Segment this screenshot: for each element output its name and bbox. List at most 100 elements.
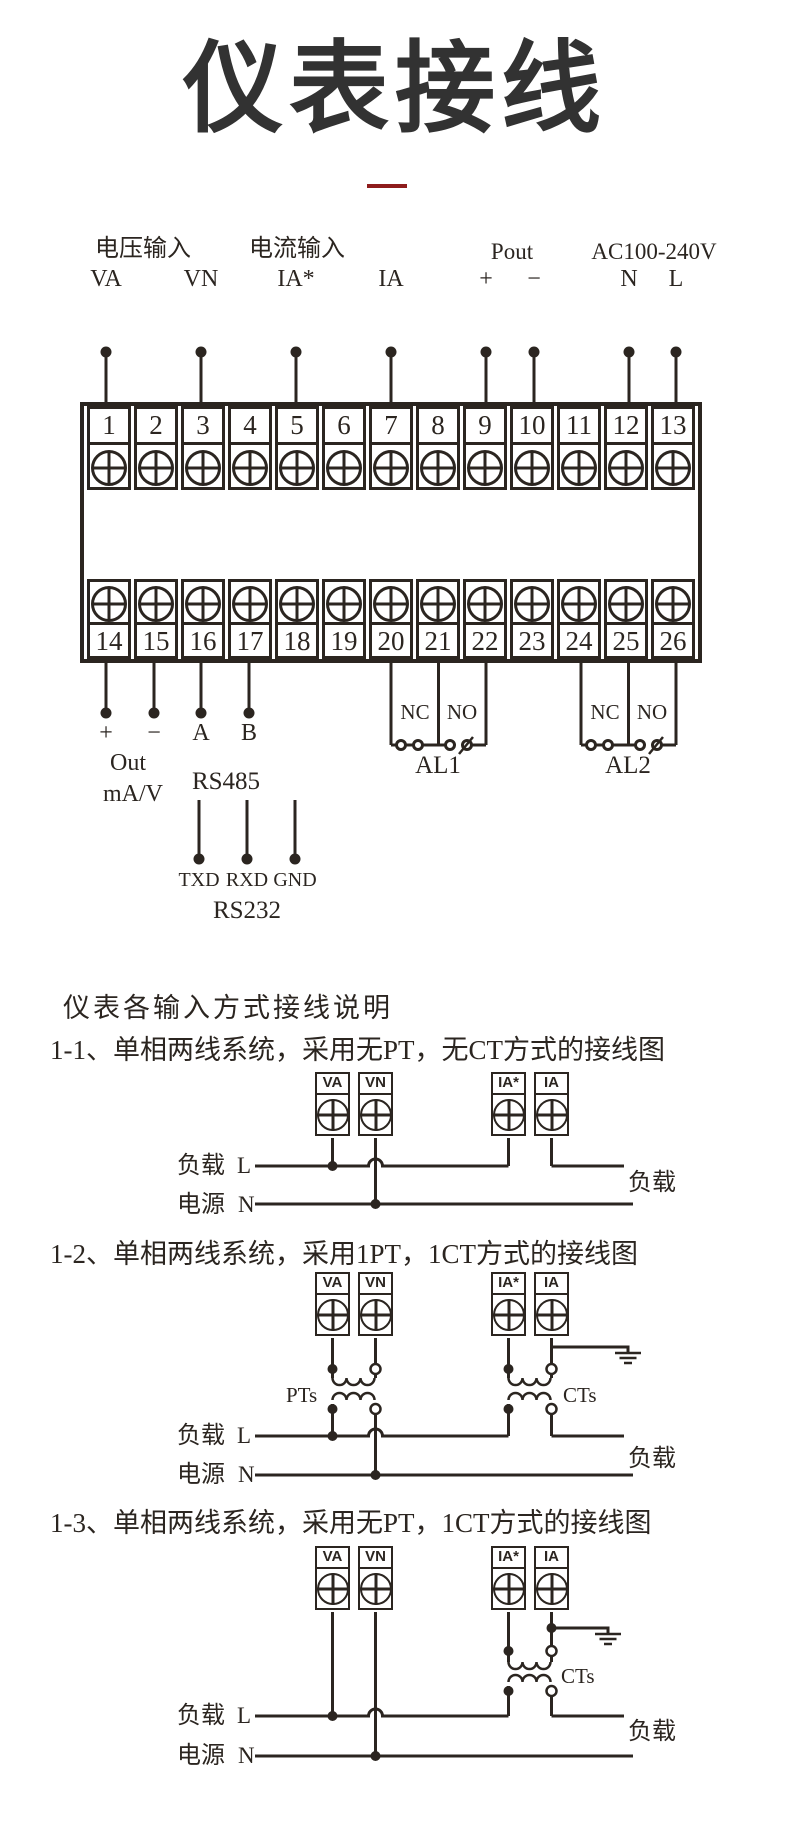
d3-load-right-label: 负载 — [628, 1719, 676, 1745]
terminal-number: 5 — [278, 409, 316, 445]
screw-terminal-icon — [608, 450, 644, 486]
terminal-cell: 24 — [557, 579, 601, 659]
al1-nc-label: NC — [400, 700, 430, 724]
terminal-cell: 1 — [87, 406, 131, 490]
screw-terminal-icon — [467, 450, 503, 486]
rs232-txd-label: TXD — [178, 869, 220, 891]
terminal-number: 21 — [419, 622, 457, 658]
rs232-wires — [193, 800, 301, 865]
al1-no-label: NO — [446, 700, 478, 724]
d3-terminal-va: VA — [315, 1546, 350, 1610]
ct-transformer-icon — [503, 1362, 558, 1416]
d3-terminal-ia: IA — [534, 1546, 569, 1610]
screw-terminal-icon — [373, 450, 409, 486]
screw-terminal-icon — [491, 1567, 526, 1610]
pin-label-ia: IA — [378, 266, 404, 292]
terminal-cell: 17 — [228, 579, 272, 659]
terminal-number: 3 — [184, 409, 222, 445]
terminal-number: 11 — [560, 409, 598, 445]
pin-label-pout-minus: − — [527, 266, 541, 292]
screw-terminal-icon — [138, 450, 174, 486]
terminal-number: 22 — [466, 622, 504, 658]
diagram-1-3-heading: 1-3、单相两线系统，采用无PT，1CT方式的接线图 — [50, 1508, 652, 1538]
earth-ground-icon — [551, 1626, 621, 1646]
screw-terminal-icon — [315, 1567, 350, 1610]
section-intro: 仪表各输入方式接线说明 — [63, 993, 393, 1023]
diagram-1-2-wiring — [255, 1338, 641, 1480]
terminal-label: IA* — [491, 1546, 526, 1569]
screw-terminal-icon — [326, 586, 362, 622]
terminal-cell: 15 — [134, 579, 178, 659]
terminal-number: 2 — [137, 409, 175, 445]
rs232-rxd-label: RXD — [225, 869, 269, 891]
d2-neutral-label: N — [238, 1462, 255, 1487]
out-unit-label: mA/V — [103, 781, 163, 807]
d2-load-right-label: 负载 — [628, 1446, 676, 1472]
rs485-a-label: A — [192, 720, 210, 746]
d1-terminal-va: VA — [315, 1072, 350, 1136]
diagram-1-1-heading: 1-1、单相两线系统，采用无PT，无CT方式的接线图 — [50, 1035, 666, 1065]
screw-terminal-icon — [491, 1093, 526, 1136]
terminal-number: 19 — [325, 622, 363, 658]
terminal-label: VA — [315, 1072, 350, 1095]
terminal-cell: 3 — [181, 406, 225, 490]
terminal-label: VA — [315, 1272, 350, 1295]
screw-terminal-icon — [91, 586, 127, 622]
terminal-number: 18 — [278, 622, 316, 658]
d1-load-left-label: 负载 — [177, 1153, 225, 1179]
diagram-1-1-wiring — [255, 1138, 633, 1209]
current-input-group-label: 电流输入 — [249, 236, 345, 262]
terminal-number: 12 — [607, 409, 645, 445]
terminal-number: 25 — [607, 622, 645, 658]
screw-terminal-icon — [561, 450, 597, 486]
pin-label-pout-plus: + — [479, 266, 493, 292]
terminal-cell: 11 — [557, 406, 601, 490]
screw-terminal-icon — [326, 450, 362, 486]
terminal-row-bottom: 14 15 16 17 18 — [87, 579, 695, 659]
terminal-number: 1 — [90, 409, 128, 445]
terminal-number: 15 — [137, 622, 175, 658]
screw-terminal-icon — [608, 586, 644, 622]
title-accent-divider — [367, 184, 407, 188]
pin-label-l: L — [668, 266, 684, 292]
d3-terminal-vn: VN — [358, 1546, 393, 1610]
screw-terminal-icon — [315, 1293, 350, 1336]
terminal-cell: 8 — [416, 406, 460, 490]
d3-load-left-label: 负载 — [177, 1703, 225, 1729]
screw-terminal-icon — [534, 1293, 569, 1336]
terminal-cell: 23 — [510, 579, 554, 659]
screw-terminal-icon — [185, 450, 221, 486]
terminal-label: VA — [315, 1546, 350, 1569]
terminal-label: IA — [534, 1272, 569, 1295]
rs485-b-label: B — [240, 720, 258, 746]
d2-ct-label: CTs — [563, 1383, 597, 1407]
d3-ct-label: CTs — [561, 1664, 595, 1688]
terminal-label: VN — [358, 1272, 393, 1295]
terminal-number: 4 — [231, 409, 269, 445]
pout-group-label: Pout — [490, 239, 534, 264]
screw-terminal-icon — [185, 586, 221, 622]
out-plus-label: + — [99, 720, 113, 746]
screw-terminal-icon — [420, 586, 456, 622]
d1-live-label: L — [237, 1153, 252, 1178]
terminal-number: 17 — [231, 622, 269, 658]
top-input-wires — [100, 346, 682, 402]
d2-load-left-label: 负载 — [177, 1423, 225, 1449]
d1-terminal-ia-star: IA* — [491, 1072, 526, 1136]
diagram-1-2-heading: 1-2、单相两线系统，采用1PT，1CT方式的接线图 — [50, 1239, 639, 1269]
d2-live-label: L — [237, 1423, 252, 1448]
pin-label-va: VA — [90, 266, 122, 292]
terminal-number: 14 — [90, 622, 128, 658]
terminal-cell: 7 — [369, 406, 413, 490]
rs485-label: RS485 — [191, 768, 261, 795]
al2-no-label: NO — [636, 700, 668, 724]
terminal-cell: 2 — [134, 406, 178, 490]
screw-terminal-icon — [561, 586, 597, 622]
pt-transformer-icon — [327, 1362, 382, 1416]
pin-label-ia-star: IA* — [277, 266, 315, 292]
terminal-label: IA — [534, 1072, 569, 1095]
screw-terminal-icon — [315, 1093, 350, 1136]
terminal-cell: 12 — [604, 406, 648, 490]
terminal-cell: 5 — [275, 406, 319, 490]
